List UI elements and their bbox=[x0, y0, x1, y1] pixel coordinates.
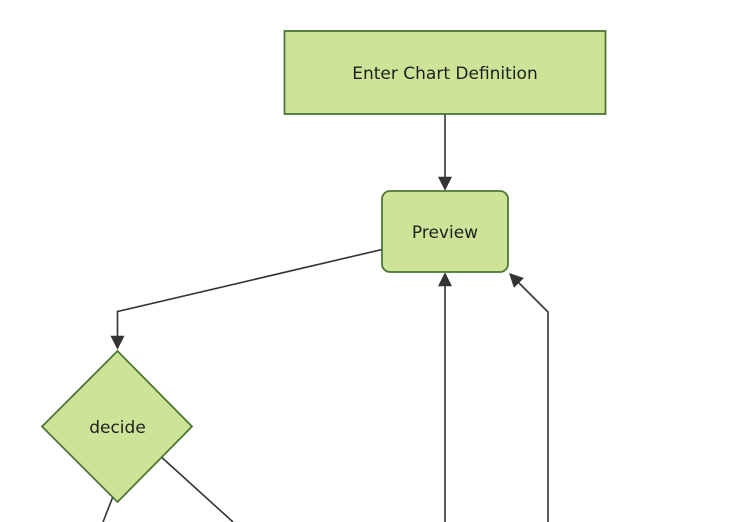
enter-chart-definition-label: Enter Chart Definition bbox=[352, 64, 537, 84]
edge-bottom-to-preview-bent bbox=[509, 273, 549, 522]
edge-layer bbox=[102, 114, 549, 522]
enter-chart-definition-box bbox=[283, 30, 607, 115]
decide-diamond bbox=[40, 349, 194, 504]
node-enter-chart-definition: Enter Chart Definition bbox=[283, 30, 607, 115]
node-decide: decide bbox=[40, 349, 194, 504]
edge-decide-to-offscreen-bottom-left bbox=[102, 493, 115, 522]
preview-label: Preview bbox=[412, 223, 478, 243]
edge-preview-to-decide bbox=[110, 248, 383, 350]
node-preview: Preview bbox=[381, 190, 509, 273]
edge-decide-to-offscreen-bottom-right bbox=[157, 453, 234, 522]
preview-box bbox=[381, 190, 509, 273]
decide-label: decide bbox=[89, 418, 146, 438]
